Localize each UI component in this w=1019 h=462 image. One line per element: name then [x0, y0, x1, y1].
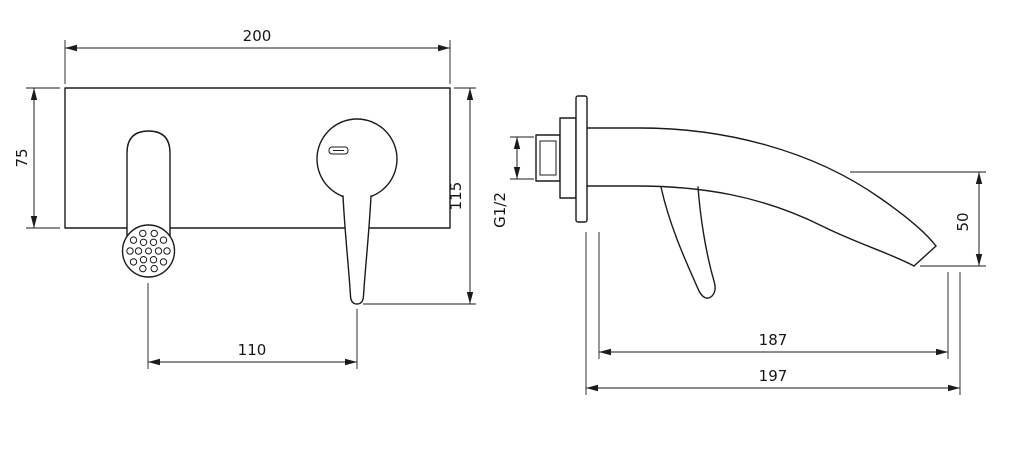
dim-outlet-height: 50 [850, 171, 986, 267]
dim-thread-label: G1/2 [491, 192, 509, 228]
aerator-face [121, 224, 176, 278]
spout-front [126, 130, 171, 237]
spout-side [586, 127, 937, 267]
front-view: 200 75 115 110 [13, 27, 476, 369]
side-view: G1/2 50 187 197 [491, 95, 986, 395]
wall-fitting [535, 117, 577, 199]
spout-outlet-face [913, 245, 937, 267]
dim-thread: G1/2 [491, 136, 534, 228]
dim-overall-depth-label: 197 [759, 367, 788, 385]
spout-top-curve [586, 127, 937, 247]
dim-outlet-height-label: 50 [954, 212, 972, 231]
dim-overall-height: 115 [363, 87, 476, 305]
dim-plate-height: 75 [13, 87, 60, 229]
dim-overall-height-label: 115 [447, 182, 465, 211]
dim-plate-height-label: 75 [13, 148, 31, 167]
dim-front-width-label: 200 [243, 27, 272, 45]
aerator-pattern [126, 229, 171, 273]
dim-spout-reach: 187 [598, 232, 949, 359]
brand-mark [328, 146, 349, 155]
dim-spout-to-handle: 110 [147, 283, 358, 369]
handle-stem-front [342, 195, 372, 305]
handle-side [660, 186, 716, 299]
wall-plate-side [575, 95, 588, 223]
dim-spout-to-handle-label: 110 [238, 341, 267, 359]
handle-grip-circle [316, 118, 398, 200]
dim-overall-depth: 197 [585, 232, 961, 395]
handle-stem-mask [343, 196, 371, 304]
dim-front-width: 200 [64, 27, 451, 84]
dim-spout-reach-label: 187 [759, 331, 788, 349]
spout-bottom-curve [586, 185, 915, 267]
